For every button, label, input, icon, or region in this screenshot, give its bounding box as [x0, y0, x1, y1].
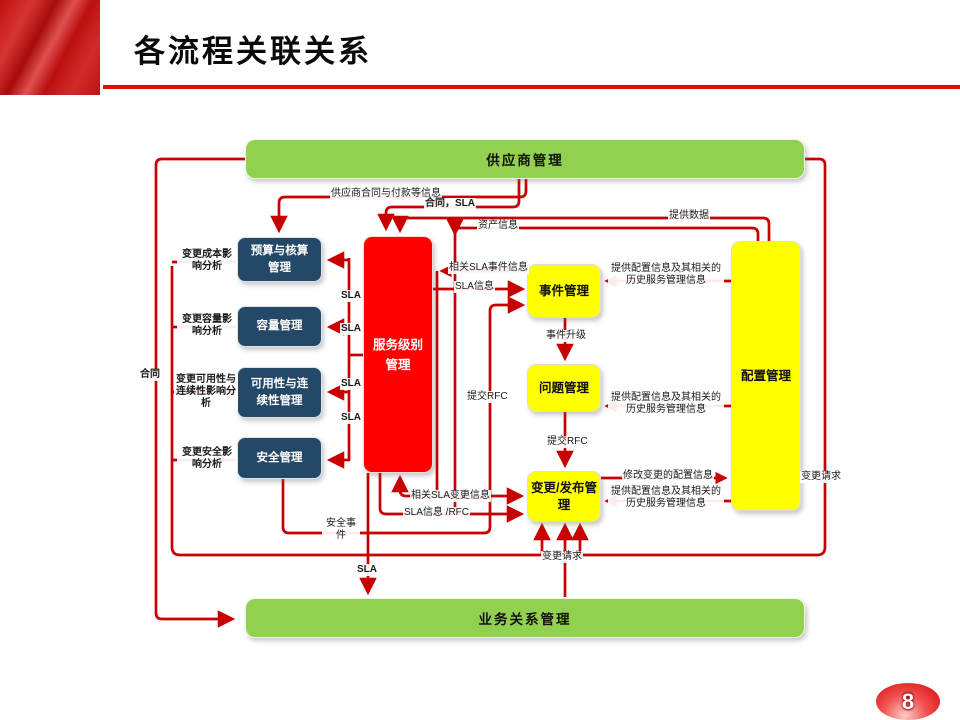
slide-title: 各流程关联关系 [134, 34, 372, 69]
node-security-management: 安全管理 [237, 437, 322, 479]
node-problem-management: 问题管理 [527, 364, 601, 412]
edge-label-sla-1: SLA [340, 290, 362, 302]
edge-label-security-incident: 安全事件 [322, 518, 360, 542]
edge-label-change-request-right: 变更请求 [800, 471, 842, 483]
page-number: 8 [901, 688, 915, 714]
node-supplier-management: 供应商管理 [245, 139, 805, 179]
node-configuration-management: 配置管理 [731, 241, 801, 511]
corner-decoration [0, 0, 100, 95]
edge-label-change-security-impact: 变更安全影响分析 [177, 447, 237, 471]
edge-label-submit-rfc-left: 提交RFC [466, 391, 509, 403]
edge-label-change-capacity-impact: 变更容量影响分析 [177, 314, 237, 338]
node-capacity-management: 容量管理 [237, 306, 322, 347]
edge-label-related-sla-incident-info: 相关SLA事件信息 [448, 262, 529, 274]
edge-label-modify-config-info: 修改变更的配置信息 [622, 470, 714, 482]
node-service-level-management: 服务级别管理 [363, 236, 433, 473]
page-number-badge: 8 [876, 683, 940, 720]
header-rule [103, 85, 960, 89]
edge-label-sla-2: SLA [340, 323, 362, 335]
edge-label-sla-info-rfc: SLA信息 /RFC [403, 507, 471, 519]
node-change-release-management: 变更/发布管理 [527, 471, 601, 522]
edge-label-asset-info: 资产信息 [477, 220, 519, 232]
edge-label-sla-3: SLA [340, 378, 362, 390]
node-budget-accounting-management: 预算与核算管理 [237, 237, 322, 282]
node-incident-management: 事件管理 [527, 264, 601, 318]
edge-label-sla-bottom: SLA [356, 564, 378, 576]
edge-label-sla-4: SLA [340, 412, 362, 424]
edge-label-incident-escalation: 事件升级 [545, 330, 587, 342]
edge-label-change-cost-impact: 变更成本影响分析 [177, 249, 237, 273]
edge-label-provide-config-info-problem: 提供配置信息及其相关的历史服务管理信息 [608, 392, 724, 416]
edge-label-change-request-bottom: 变更请求 [541, 551, 583, 563]
edge-label-submit-rfc-mid: 提交RFC [546, 436, 589, 448]
edge-label-change-availability-impact: 变更可用性与连续性影响分析 [174, 374, 238, 410]
edge-label-provide-config-info-change: 提供配置信息及其相关的历史服务管理信息 [608, 486, 724, 510]
node-availability-continuity-management: 可用性与连续性管理 [237, 367, 322, 418]
edge-label-provide-data: 提供数据 [668, 210, 710, 222]
edge-label-provide-config-info-incident: 提供配置信息及其相关的历史服务管理信息 [608, 263, 724, 287]
edge-label-supplier-contract-payment: 供应商合同与付款等信息 [330, 188, 442, 200]
edge-label-related-sla-change-info: 相关SLA变更信息 [410, 490, 491, 502]
edge-label-sla-info: SLA信息 [454, 281, 495, 293]
node-business-relationship-management: 业务关系管理 [245, 598, 805, 638]
edge-label-contract: 合同 [139, 369, 161, 381]
edge-label-contract-sla: 合同，SLA [424, 198, 476, 210]
